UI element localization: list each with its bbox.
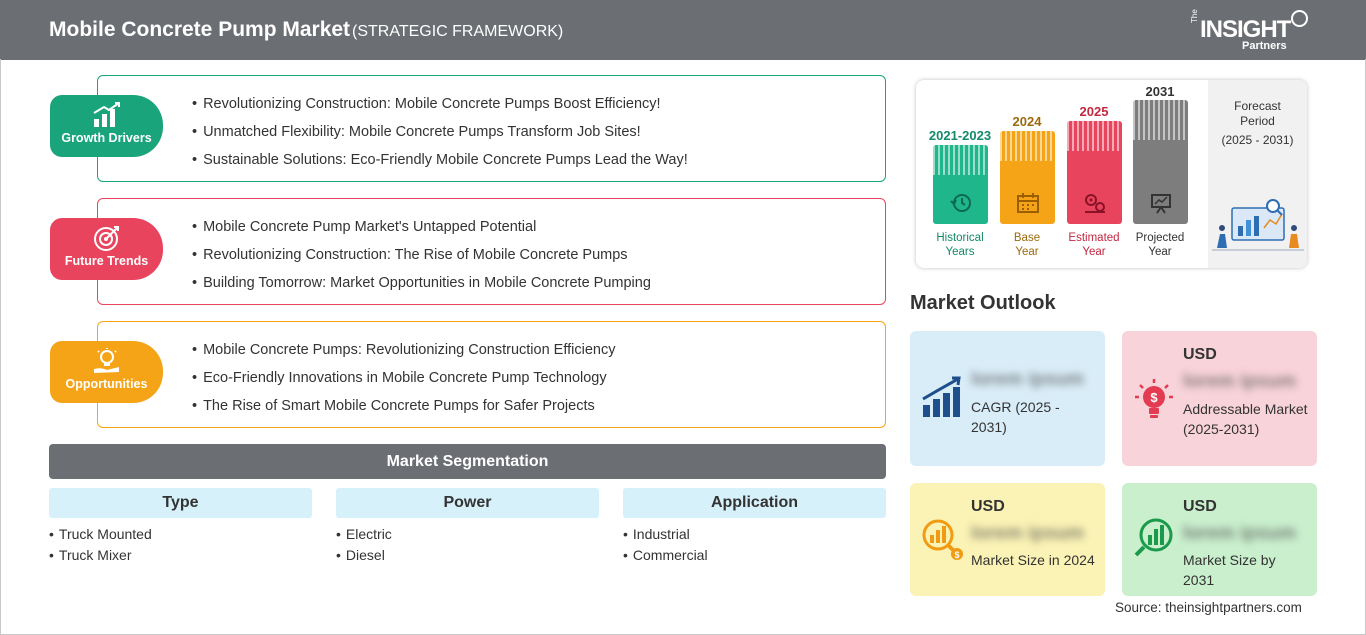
outlook-label: Addressable Market (2025-2031) <box>1183 401 1308 437</box>
growth-driver-item: Revolutionizing Construction: Mobile Con… <box>192 96 688 124</box>
source-credit: Source: theinsightpartners.com <box>1115 600 1302 615</box>
future-trends-badge: Future Trends <box>50 218 163 280</box>
future-trends-label: Future Trends <box>64 254 149 268</box>
logo-the: The <box>1190 9 1199 23</box>
timeline-bar-projected <box>1133 100 1188 224</box>
future-trends-card: Mobile Concrete Pump Market's Untapped P… <box>97 198 886 305</box>
bulb-dollar-icon: $ <box>1135 379 1173 418</box>
outlook-value-blurred: lorem ipsum <box>971 523 1084 544</box>
outlook-size-2024-box: USD lorem ipsum Market Size in 2024 $ <box>910 483 1105 596</box>
opportunities-label: Opportunities <box>65 377 148 391</box>
logo-partners: Partners <box>1242 40 1287 52</box>
timeline-bar-historical <box>933 145 988 224</box>
outlook-value-blurred: lorem ipsum <box>1183 371 1296 392</box>
segment-type-head: Type <box>49 488 312 518</box>
growth-driver-item: Sustainable Solutions: Eco-Friendly Mobi… <box>192 152 688 180</box>
outlook-usd: USD <box>971 498 1005 515</box>
forecast-range: (2025 - 2031) <box>1221 133 1294 147</box>
growth-drivers-card: Revolutionizing Construction: Mobile Con… <box>97 75 886 182</box>
segment-application-head: Application <box>623 488 886 518</box>
svg-text:$: $ <box>1150 390 1158 405</box>
page-title: Mobile Concrete Pump Market <box>49 18 351 41</box>
growth-drivers-badge: Growth Drivers <box>50 95 163 157</box>
segment-item: Truck Mounted <box>49 526 312 547</box>
timeline-year: 2025 <box>1079 104 1109 119</box>
market-outlook-title: Market Outlook <box>910 292 1056 314</box>
history-icon <box>950 194 971 212</box>
page-subtitle: (STRATEGIC FRAMEWORK) <box>352 23 564 40</box>
timeline-year: 2031 <box>1145 84 1175 99</box>
market-segmentation-title: Market Segmentation <box>49 444 886 479</box>
magnifier-chart-icon: $ <box>922 519 963 560</box>
outlook-cagr-box: lorem ipsum CAGR (2025 - 2031) <box>910 331 1105 466</box>
opportunities-card: Mobile Concrete Pumps: Revolutionizing C… <box>97 321 886 428</box>
growth-drivers-label: Growth Drivers <box>61 131 152 145</box>
outlook-value-blurred: lorem ipsum <box>971 369 1084 390</box>
presentation-icon <box>1151 194 1171 214</box>
outlook-addressable-box: USD lorem ipsum Addressable Market (2025… <box>1122 331 1317 466</box>
forecast-label: Forecast Period <box>1234 99 1281 128</box>
forecast-panel: Forecast Period (2025 - 2031) <box>1208 80 1307 268</box>
outlook-label: Market Size by 2031 <box>1183 552 1276 588</box>
opportunity-item: Mobile Concrete Pumps: Revolutionizing C… <box>192 342 615 370</box>
segment-item: Commercial <box>623 547 886 568</box>
growth-chart-icon <box>922 376 961 417</box>
target-icon <box>93 226 119 251</box>
logo-insight: INSIGHT <box>1200 16 1291 43</box>
outlook-label: Market Size in 2024 <box>971 552 1095 568</box>
opportunity-item: The Rise of Smart Mobile Concrete Pumps … <box>192 398 615 426</box>
growth-driver-item: Unmatched Flexibility: Mobile Concrete P… <box>192 124 688 152</box>
outlook-label: CAGR (2025 - 2031) <box>971 399 1060 435</box>
segment-item: Diesel <box>336 547 599 568</box>
outlook-size-2031-box: USD lorem ipsum Market Size by 2031 <box>1122 483 1317 596</box>
target-chart-icon <box>1134 518 1173 557</box>
segment-item: Electric <box>336 526 599 547</box>
lightbulb-hand-icon <box>93 348 119 373</box>
timeline-bar-estimated <box>1067 121 1122 224</box>
analytics-people-icon <box>1212 199 1304 251</box>
future-trend-item: Mobile Concrete Pump Market's Untapped P… <box>192 219 651 247</box>
timeline-bar-base <box>1000 131 1055 224</box>
svg-text:$: $ <box>954 550 959 560</box>
gears-icon <box>1085 194 1105 213</box>
segment-application: Application Industrial Commercial <box>623 488 886 568</box>
timeline-year: 2024 <box>1012 114 1042 129</box>
future-trend-item: Building Tomorrow: Market Opportunities … <box>192 275 651 303</box>
segment-type: Type Truck Mounted Truck Mixer <box>49 488 312 568</box>
header-bar: Mobile Concrete Pump Market (STRATEGIC F… <box>0 0 1366 60</box>
segment-power-head: Power <box>336 488 599 518</box>
future-trend-item: Revolutionizing Construction: The Rise o… <box>192 247 651 275</box>
opportunities-badge: Opportunities <box>50 341 163 403</box>
bar-growth-icon <box>92 102 120 127</box>
timeline-year: 2021-2023 <box>928 128 992 143</box>
segment-power: Power Electric Diesel <box>336 488 599 568</box>
opportunity-item: Eco-Friendly Innovations in Mobile Concr… <box>192 370 615 398</box>
outlook-usd: USD <box>1183 498 1217 515</box>
calendar-icon <box>1017 193 1039 213</box>
insight-partners-logo[interactable]: The INSIGHT Partners <box>1190 8 1310 54</box>
segment-item: Truck Mixer <box>49 547 312 568</box>
logo-ring-icon <box>1291 10 1308 27</box>
outlook-usd: USD <box>1183 346 1217 363</box>
outlook-value-blurred: lorem ipsum <box>1183 523 1296 544</box>
segment-item: Industrial <box>623 526 886 547</box>
